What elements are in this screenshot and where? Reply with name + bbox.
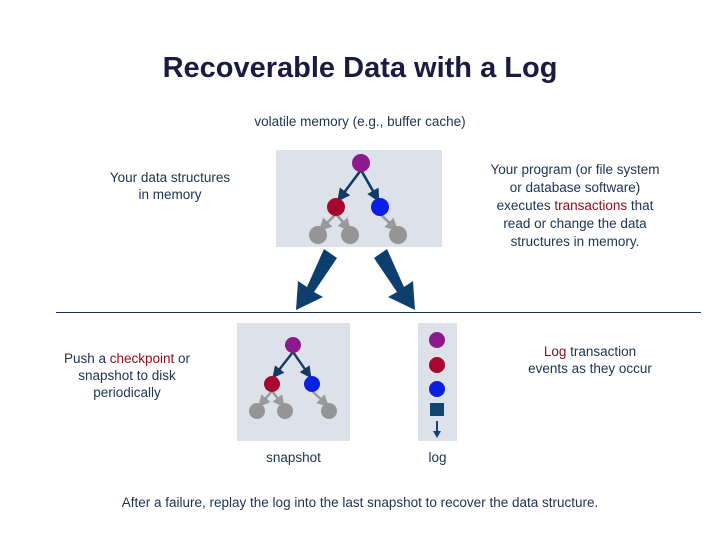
tree-edges-top [318,169,399,232]
tree-node-leaf-3 [389,226,407,244]
snap-node-red [264,376,280,392]
page-title: Recoverable Data with a Log [162,52,558,84]
snap-edge-right-to-leaf3 [311,390,330,407]
program-caption: Your program (or file system or database… [452,161,698,251]
tree-edge-root-to-left [337,169,363,202]
program-caption-transactions-highlight: transactions [554,198,628,213]
tree-edge-root-to-right [359,169,380,203]
footer-caption: After a failure, replay the log into the… [121,495,599,510]
snap-edge-left-to-leaf1 [258,390,273,408]
checkpoint-caption-checkpoint-highlight: checkpoint [109,351,175,366]
checkpoint-caption-line-1-suffix: or [174,351,191,366]
memory-caption: Your data structures in memory [70,169,270,203]
tree-edge-left-to-leaf2 [335,213,352,232]
tree-nodes-top [309,154,407,244]
log-events-caption: Log transaction events as they occur [492,343,688,377]
program-caption-line-3-suffix: that [627,198,654,213]
program-caption-line-5: structures in memory. [510,234,640,249]
tree-node-leaf-1 [309,226,327,244]
log-entry-navy-square [430,403,444,416]
tree-node-root-purple [352,154,370,172]
log-entry-blue-circle [429,381,445,397]
log-events-caption-line-1-suffix: transaction [566,344,637,359]
flow-arrow-left [296,249,337,310]
checkpoint-flow-arrows [288,248,428,312]
program-caption-line-3-prefix: executes [496,198,555,213]
checkpoint-caption-line-2: snapshot to disk [78,368,176,383]
volatile-memory-label: volatile memory (e.g., buffer cache) [254,114,466,129]
checkpoint-caption-line-3: periodically [93,385,161,400]
memory-caption-line-1: Your data structures [109,170,231,185]
tree-node-blue [371,198,389,216]
log-growth-arrow-icon [433,421,441,438]
tree-node-red [327,198,345,216]
snap-node-leaf-2 [277,403,293,419]
flow-arrow-group [296,249,415,310]
tree-edge-right-to-leaf3 [379,213,399,232]
program-caption-line-1: Your program (or file system [490,162,660,177]
checkpoint-caption: Push a checkpoint or snapshot to disk pe… [18,350,236,401]
snap-node-leaf-1 [249,403,265,419]
snap-node-blue [304,376,320,392]
log-events-caption-line-2: events as they occur [528,361,652,376]
memory-data-structure-tree [276,150,442,247]
snap-edge-root-to-left [272,351,294,379]
section-divider [56,312,701,313]
log-events-log-highlight: Log [543,344,567,359]
checkpoint-caption-line-1-prefix: Push a [63,351,110,366]
snap-edge-root-to-right [292,351,312,379]
snapshot-label: snapshot [266,450,321,465]
tree-edges-snapshot [258,351,330,408]
program-caption-line-2: or database software) [509,180,641,195]
snap-edge-left-to-leaf2 [271,390,285,408]
tree-node-leaf-2 [341,226,359,244]
snap-node-root-purple [285,337,301,353]
log-entry-purple-circle [429,332,445,348]
log-entry-red-circle [429,357,445,373]
snap-node-leaf-3 [321,403,337,419]
program-caption-line-4: read or change the data [503,216,647,231]
snapshot-data-structure-tree [237,323,350,441]
flow-arrow-right [374,249,415,310]
memory-caption-line-2: in memory [138,187,202,202]
tree-nodes-snapshot [249,337,337,419]
log-entries-column [418,323,457,441]
log-label: log [428,450,447,465]
tree-edge-left-to-leaf1 [318,213,337,232]
